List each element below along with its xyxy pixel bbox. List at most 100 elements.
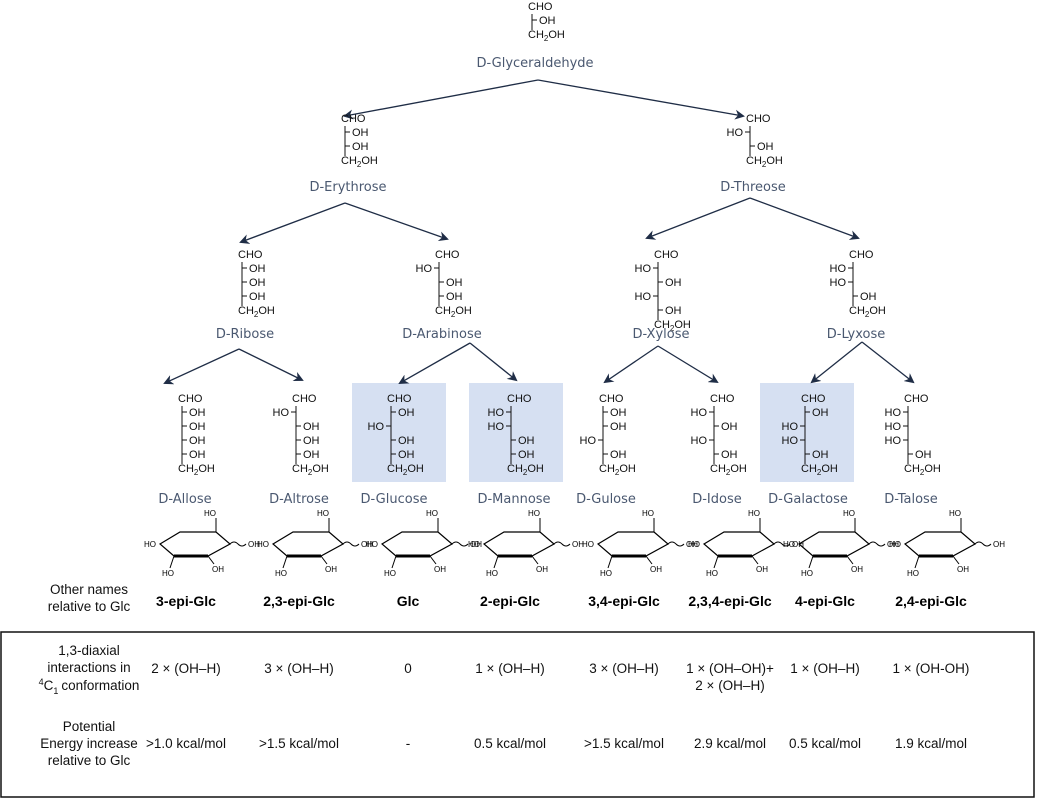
ring-ho-label: HO [688, 540, 700, 549]
ho-label: HO [885, 435, 902, 447]
sugar-name: D-Idose [692, 492, 742, 507]
arrow-6-to-13 [810, 341, 863, 384]
sugar-name: D-Threose [720, 180, 785, 195]
highlight-box [760, 383, 854, 482]
ho-label: HO [635, 263, 652, 275]
ring-ch2oh-label: HO [748, 509, 760, 518]
ring-ch2oh-label: HO [426, 509, 438, 518]
comparison-table-border [0, 631, 1035, 798]
oh-label: OH [610, 449, 627, 461]
cho-label: CHO [654, 249, 679, 261]
sugar-name: D-Lyxose [827, 327, 885, 342]
sugar-name: D-Xylose [633, 327, 690, 342]
other-name-3: Glc [397, 593, 420, 609]
oh-label: OH [721, 449, 738, 461]
oh-label: OH [398, 407, 415, 419]
ho-label: HO [727, 127, 744, 139]
diaxial-value-3: 0 [404, 661, 412, 676]
arrow-1-to-4 [344, 202, 449, 242]
energy-value-6: 2.9 kcal/mol [694, 736, 766, 751]
sugar-name: D-Arabinose [402, 327, 481, 342]
ch2oh-label: CH2OH [904, 463, 941, 477]
fischer-projections: CHOOHCH2OHD-GlyceraldehydeCHOOHOHCH2OHD-… [158, 1, 941, 507]
oh-label: OH [518, 435, 535, 447]
arrow-5-to-12 [657, 345, 719, 384]
diaxial-value-5: 3 × (OH–H) [589, 661, 658, 676]
ch2oh-label: CH2OH [341, 155, 378, 169]
oh-label: OH [398, 435, 415, 447]
diaxial-value-6: 2 × (OH–H) [695, 678, 764, 693]
cho-label: CHO [528, 1, 553, 13]
diaxial-label-line2: interactions in [47, 660, 130, 675]
oh-label: OH [189, 449, 206, 461]
ring-ch2oh-label: HO [317, 509, 329, 518]
ho-label: HO [368, 421, 385, 433]
conformation-superscript: 4 [39, 677, 44, 687]
cho-label: CHO [507, 393, 532, 405]
energy-value-1: >1.0 kcal/mol [146, 736, 226, 751]
ch2oh-label: CH2OH [435, 305, 472, 319]
oh-label: OH [665, 305, 682, 317]
ring-oh-label: OH [470, 540, 482, 549]
oh-label: OH [518, 449, 535, 461]
cho-label: CHO [341, 113, 366, 125]
oh-label: OH [446, 277, 463, 289]
sugar-name: D-Mannose [477, 492, 550, 507]
arrow-0-to-2 [537, 79, 745, 120]
ring-ho-label: HO [801, 569, 813, 578]
sugar-name: D-Altrose [269, 492, 329, 507]
energy-value-4: 0.5 kcal/mol [474, 736, 546, 751]
oh-label: OH [352, 141, 369, 153]
ring-oh-label: OH [650, 565, 662, 574]
cho-label: CHO [178, 393, 203, 405]
ch2oh-label: CH2OH [238, 305, 275, 319]
cho-label: CHO [801, 393, 826, 405]
sugar-name: D-Talose [884, 492, 938, 507]
ch2oh-label: CH2OH [710, 463, 747, 477]
cho-label: CHO [746, 113, 771, 125]
ring-oh-label: OH [993, 540, 1005, 549]
diaxial-value-2: 3 × (OH–H) [264, 661, 333, 676]
ho-label: HO [885, 421, 902, 433]
oh-label: OH [249, 291, 266, 303]
oh-label: OH [303, 435, 320, 447]
oh-label: OH [303, 449, 320, 461]
oh-label: OH [189, 435, 206, 447]
ring-ho-label: HO [706, 569, 718, 578]
arrow-4-to-10 [469, 342, 518, 382]
oh-label: OH [189, 407, 206, 419]
ring-oh-label: OH [572, 540, 584, 549]
energy-label-line3: relative to Glc [48, 753, 131, 768]
oh-label: OH [757, 141, 774, 153]
diaxial-value-7: 1 × (OH–H) [790, 661, 859, 676]
ring-oh-label: OH [686, 540, 698, 549]
oh-label: OH [665, 277, 682, 289]
other-name-7: 4-epi-Glc [795, 593, 855, 609]
diaxial-value-1: 2 × (OH–H) [151, 661, 220, 676]
arrow-0-to-1 [343, 79, 539, 120]
ring-oh-label: OH [792, 540, 804, 549]
other-names-label-line1: Other names [50, 582, 128, 597]
cho-label: CHO [710, 393, 735, 405]
ring-ho-label: HO [162, 569, 174, 578]
ho-label: HO [273, 407, 290, 419]
energy-value-8: 1.9 kcal/mol [895, 736, 967, 751]
arrow-3-to-7 [163, 348, 240, 385]
oh-label: OH [860, 291, 877, 303]
other-name-5: 3,4-epi-Glc [588, 593, 660, 609]
ring-oh-label: OH [957, 565, 969, 574]
ring-ch2oh-label: HO [642, 509, 654, 518]
cho-label: CHO [849, 249, 874, 261]
cho-label: CHO [387, 393, 412, 405]
